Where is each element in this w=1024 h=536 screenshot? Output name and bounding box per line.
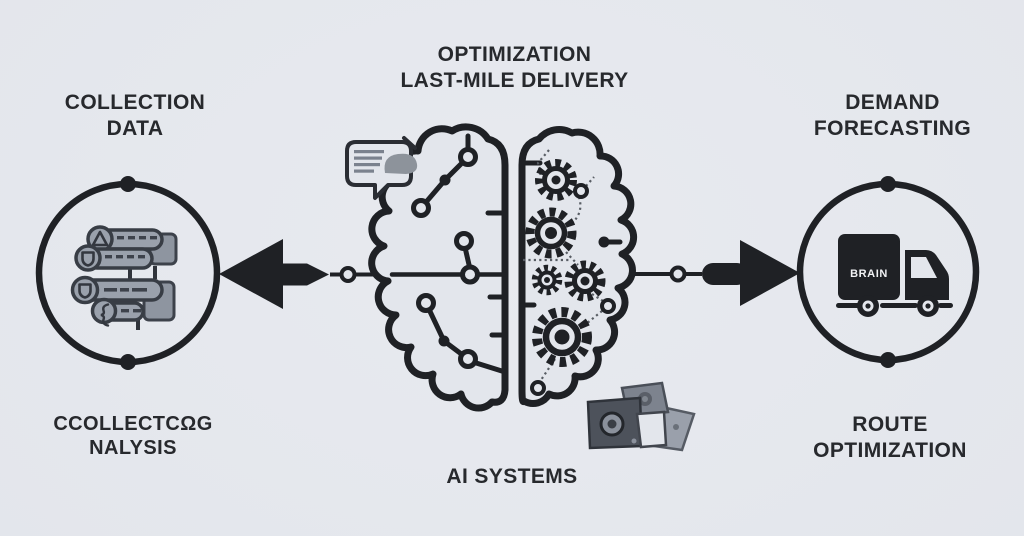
shield-glyph (81, 251, 95, 267)
label-line: DATA (106, 116, 164, 140)
arrowhead (219, 239, 283, 309)
circle-top-dot (120, 176, 136, 192)
small-ring (600, 298, 616, 314)
circuit-nodes (411, 147, 480, 369)
label-line: DEMAND (845, 91, 940, 114)
camera-boxes-icon (586, 381, 696, 452)
connector-ring (669, 265, 687, 283)
bubble-notch (402, 136, 417, 150)
arrow-shaft (702, 263, 748, 285)
connector-ring (339, 266, 357, 283)
delivery-circle: BRAIN (796, 176, 980, 368)
label-line: COLLECTION (64, 91, 206, 114)
label-line: CCOLLECTCΩG (53, 413, 213, 435)
small-ring (573, 183, 589, 199)
gear-icon (525, 207, 577, 259)
right-arrow (612, 240, 800, 306)
label-collection-data: COLLECTION DATA (40, 90, 230, 141)
gear-icon (564, 260, 606, 302)
speech-bubble-icon (345, 136, 418, 200)
label-line: OPTIMIZATION (437, 43, 592, 66)
label-line: NALYSIS (89, 437, 177, 460)
label-collecting-analysis: CCOLLECTCΩG NALYSIS (33, 412, 233, 461)
gear-icon (535, 159, 577, 201)
truck-window (911, 257, 937, 278)
label-line: LAST-MILE DELIVERY (400, 68, 629, 92)
label-optimization-last-mile: OPTIMIZATION LAST-MILE DELIVERY (362, 42, 667, 93)
circle-top-dot (880, 176, 896, 192)
label-line: OPTIMIZATION (813, 438, 967, 462)
shield-glyph (78, 283, 92, 299)
label-line: FORECASTING (813, 116, 972, 140)
tiny-text-dashes (104, 288, 147, 292)
circle-bottom-dot (880, 352, 896, 368)
dashes (117, 236, 157, 240)
arrowhead (740, 240, 800, 306)
label-demand-forecasting: DEMAND FORECASTING (795, 90, 990, 141)
arrow-shaft (281, 263, 329, 286)
gear-icon (531, 264, 563, 296)
label-ai-systems: AI SYSTEMS (402, 464, 622, 490)
label-route-optimization: ROUTE OPTIMIZATION (790, 412, 990, 463)
truck-label: BRAIN (850, 268, 888, 280)
brace-glyph (100, 303, 110, 327)
dashes (121, 309, 141, 313)
circuit-dot (598, 236, 610, 248)
data-servers-icon (70, 225, 178, 330)
split-brain-icon (368, 123, 638, 412)
label-line: AI SYSTEMS (446, 465, 578, 488)
delivery-truck-icon: BRAIN (836, 234, 953, 317)
bubble-text-lines (354, 150, 384, 173)
bubble-blob (384, 153, 418, 174)
circle-bottom-dot (120, 354, 136, 370)
label-line: ROUTE (852, 413, 928, 436)
gear-icon (532, 307, 592, 367)
brain-left-hemisphere (368, 123, 509, 412)
data-collection-circle (35, 176, 221, 370)
triangle-glyph (91, 230, 109, 247)
dashes (105, 255, 145, 259)
left-arrow (219, 239, 392, 309)
small-ring (530, 380, 546, 396)
